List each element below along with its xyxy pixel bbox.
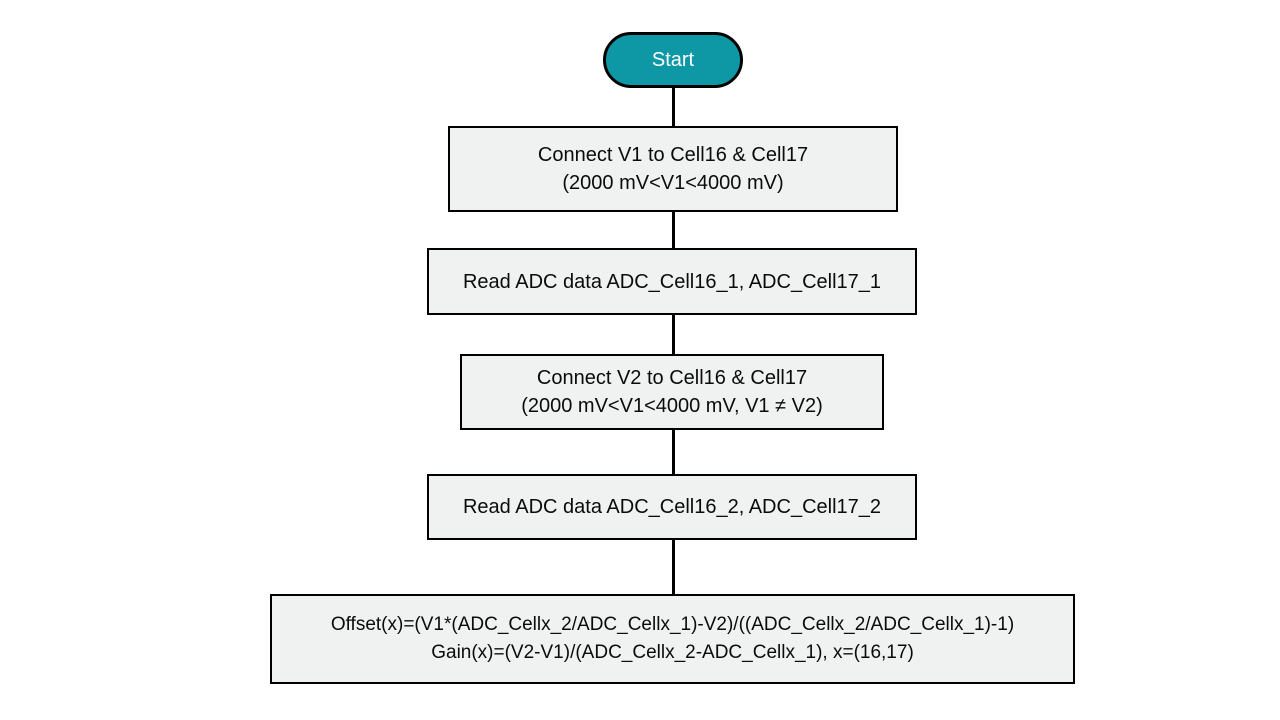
- start-node-label: Start: [651, 48, 695, 71]
- step-read-adc-2-line1: Read ADC data ADC_Cell16_2, ADC_Cell17_2: [462, 496, 882, 518]
- connector-line-step4-to-step5: [671, 536, 675, 598]
- gain-formula-line: Gain(x)=(V2-V1)/(ADC_Cellx_2-ADC_Cellx_1…: [431, 642, 914, 663]
- step-connect-v1-line1: Connect V1 to Cell16 & Cell17: [537, 144, 809, 166]
- step-compute-offset-gain: Offset(x)=(V1*(ADC_Cellx_2/ADC_Cellx_1)-…: [270, 594, 1075, 684]
- step-read-adc-1: Read ADC data ADC_Cell16_1, ADC_Cell17_1: [427, 248, 917, 315]
- step-connect-v2-line2: (2000 mV<V1<4000 mV, V1 ≠ V2): [521, 395, 823, 417]
- connector-line-start-to-step1: [671, 85, 675, 131]
- connector-line-step1-to-step2: [671, 208, 675, 252]
- connector-line-step2-to-step3: [671, 311, 675, 358]
- connector-line-step3-to-step4: [671, 426, 675, 478]
- step-connect-v1-line2: (2000 mV<V1<4000 mV): [562, 172, 784, 194]
- step-connect-v2-line1: Connect V2 to Cell16 & Cell17: [536, 367, 808, 389]
- step-connect-v2: Connect V2 to Cell16 & Cell17 (2000 mV<V…: [460, 354, 884, 430]
- step-connect-v1: Connect V1 to Cell16 & Cell17 (2000 mV<V…: [448, 126, 898, 212]
- step-read-adc-2: Read ADC data ADC_Cell16_2, ADC_Cell17_2: [427, 474, 917, 540]
- offset-formula-line: Offset(x)=(V1*(ADC_Cellx_2/ADC_Cellx_1)-…: [330, 614, 1015, 635]
- step-read-adc-1-line1: Read ADC data ADC_Cell16_1, ADC_Cell17_1: [462, 270, 882, 293]
- start-node: Start: [603, 32, 743, 88]
